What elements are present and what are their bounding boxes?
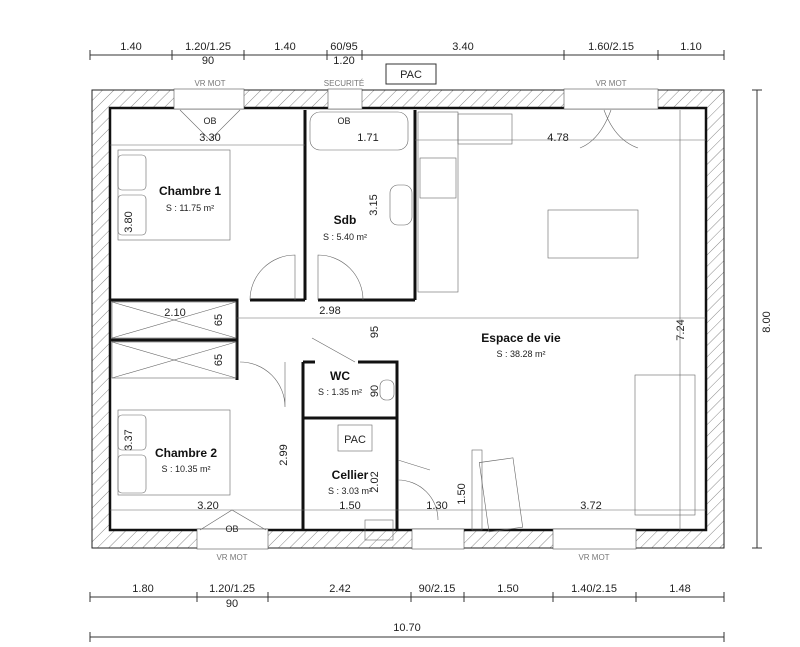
dimension-label: 90/2.15 bbox=[419, 583, 456, 595]
room-name: Chambre 2 bbox=[155, 446, 217, 460]
room-name: WC bbox=[330, 369, 350, 383]
dimension-label: 2.98 bbox=[319, 305, 340, 317]
vr-mot-label: VR MOT bbox=[194, 79, 225, 88]
dimension-label: 3.30 bbox=[199, 132, 220, 144]
room-area: S : 5.40 m² bbox=[323, 232, 367, 242]
room-espace-de-vie: Espace de vie S : 38.28 m² bbox=[481, 331, 561, 359]
room-chambre-2: Chambre 2 S : 10.35 m² bbox=[155, 446, 217, 474]
interior-walls bbox=[110, 110, 417, 530]
room-name: Chambre 1 bbox=[159, 184, 221, 198]
dimension-label: 1.50 bbox=[339, 500, 360, 512]
dim-label: 90 bbox=[202, 55, 214, 67]
dimension-label: 95 bbox=[369, 326, 381, 338]
vr-mot-label: VR MOT bbox=[595, 79, 626, 88]
dimension-label: 4.78 bbox=[547, 132, 568, 144]
room-area: S : 11.75 m² bbox=[166, 203, 214, 213]
room-area: S : 3.03 m² bbox=[328, 486, 372, 496]
fixtures bbox=[117, 111, 696, 541]
dim-label: 1.40 bbox=[274, 41, 295, 53]
dimension-label: 1.40/2.15 bbox=[571, 583, 617, 595]
dimension-label: 1.50 bbox=[497, 583, 518, 595]
dimension-label: 90 bbox=[369, 385, 381, 397]
dim-label: 1.60/2.15 bbox=[588, 41, 634, 53]
dim-label: 1.10 bbox=[680, 41, 701, 53]
dimension-label: 90 bbox=[226, 598, 238, 610]
room-area: S : 38.28 m² bbox=[496, 349, 545, 359]
dim-label: 1.20/1.25 bbox=[185, 41, 231, 53]
dimension-label: 3.80 bbox=[123, 211, 135, 232]
dimension-label: 3.37 bbox=[123, 429, 135, 450]
ob-label: OB bbox=[203, 116, 216, 126]
dimension-label: 3.72 bbox=[580, 500, 601, 512]
dimension-label: 3.15 bbox=[368, 194, 380, 215]
dimension-label: 2.42 bbox=[329, 583, 350, 595]
dimension-label: 1.48 bbox=[669, 583, 690, 595]
dimension-label: 1.20/1.25 bbox=[209, 583, 255, 595]
ob-label: OB bbox=[225, 524, 238, 534]
dim-label: 60/95 bbox=[330, 41, 358, 53]
doors bbox=[179, 109, 639, 531]
bottom-dimension-chain: 1.80 1.20/1.25 2.42 90/2.15 1.50 1.40/2.… bbox=[89, 583, 725, 642]
dim-label: 3.40 bbox=[452, 41, 473, 53]
dimension-label: 1.71 bbox=[357, 132, 378, 144]
room-name: Cellier bbox=[332, 468, 369, 482]
vr-mot-label: VR MOT bbox=[216, 553, 247, 562]
room-area: S : 1.35 m² bbox=[318, 387, 362, 397]
dimension-label: 2.99 bbox=[278, 444, 290, 465]
room-sdb: Sdb S : 5.40 m² bbox=[323, 213, 367, 242]
dimension-label: 8.00 bbox=[761, 311, 773, 332]
dimension-label: 3.20 bbox=[197, 500, 218, 512]
pac-label: PAC bbox=[400, 69, 422, 81]
vr-mot-label: VR MOT bbox=[578, 553, 609, 562]
securite-label: SECURITÉ bbox=[324, 79, 364, 88]
dimension-label: 7.24 bbox=[675, 319, 687, 340]
room-chambre-1: Chambre 1 S : 11.75 m² bbox=[159, 184, 221, 213]
dimension-label: 65 bbox=[213, 354, 225, 366]
room-area: S : 10.35 m² bbox=[161, 464, 210, 474]
top-dimension-chain: 1.40 1.20/1.25 1.40 60/95 3.40 1.60/2.15… bbox=[89, 41, 725, 67]
right-dimension: 8.00 bbox=[752, 89, 773, 549]
pac-indoor-label: PAC bbox=[344, 434, 366, 446]
dimension-label: 1.80 bbox=[132, 583, 153, 595]
ob-label: OB bbox=[337, 116, 350, 126]
dim-label: 1.40 bbox=[120, 41, 141, 53]
dimension-label: 65 bbox=[213, 314, 225, 326]
interior-dimensions: 3.30 1.71 4.78 2.10 2.98 3.20 1.50 1.30 … bbox=[110, 110, 706, 530]
room-wc: WC S : 1.35 m² bbox=[318, 369, 362, 397]
room-name: Espace de vie bbox=[481, 331, 561, 345]
room-cellier: Cellier S : 3.03 m² bbox=[328, 468, 372, 496]
dimension-label: 2.10 bbox=[164, 307, 185, 319]
pac-outdoor-unit bbox=[385, 63, 437, 85]
closets bbox=[111, 301, 237, 379]
dimension-label: 1.30 bbox=[426, 500, 447, 512]
room-name: Sdb bbox=[334, 213, 357, 227]
dim-label: 1.20 bbox=[333, 55, 354, 67]
dimension-label: 1.50 bbox=[456, 483, 468, 504]
dimension-label: 2.02 bbox=[369, 471, 381, 492]
exterior-walls bbox=[91, 88, 725, 550]
dimension-label: 10.70 bbox=[393, 622, 421, 634]
